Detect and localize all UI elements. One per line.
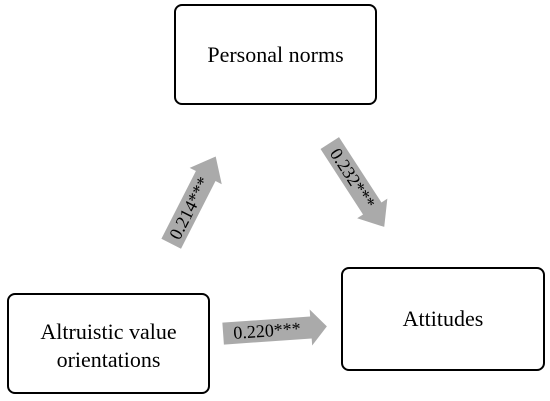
- node-attitudes: Attitudes: [341, 267, 545, 371]
- edge-label-0232: 0.232***: [326, 145, 380, 213]
- edge-label-0220: 0.220***: [233, 318, 302, 343]
- arrow-altruistic-to-personal-norms: 0.214***: [161, 156, 222, 249]
- node-label: Altruistic value orientations: [40, 318, 177, 372]
- arrow-personal-norms-to-attitudes: 0.232***: [320, 137, 388, 227]
- arrow-shape: [320, 137, 388, 227]
- node-label: Attitudes: [402, 306, 484, 331]
- node-altruistic-value-orientations: Altruistic value orientations: [7, 293, 210, 394]
- arrow-shape: [222, 309, 327, 346]
- arrow-shape: [161, 156, 222, 249]
- node-label: Personal norms: [207, 41, 344, 67]
- arrow-altruistic-to-attitudes: 0.220***: [222, 309, 327, 346]
- node-personal-norms: Personal norms: [174, 4, 377, 105]
